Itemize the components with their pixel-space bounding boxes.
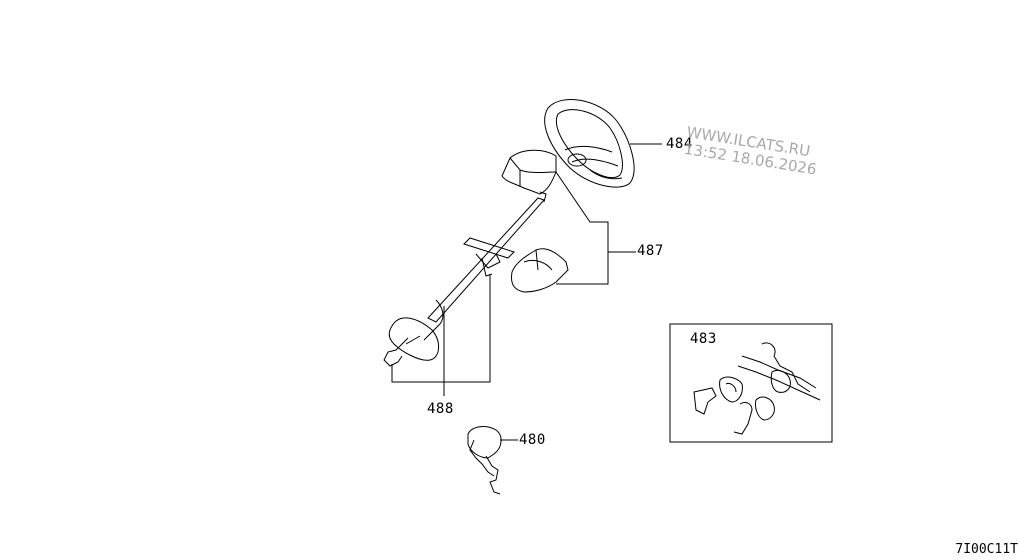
part-label-484: 484 bbox=[666, 136, 693, 152]
part-label-487: 487 bbox=[637, 243, 664, 259]
ignition-lock-drawing bbox=[468, 427, 518, 494]
detail-box-483 bbox=[670, 324, 832, 442]
steering-wheel-drawing bbox=[545, 99, 662, 187]
column-cover-drawing bbox=[502, 150, 636, 292]
part-label-480: 480 bbox=[519, 432, 546, 448]
steering-column-drawing bbox=[384, 192, 546, 396]
part-label-483: 483 bbox=[690, 331, 717, 347]
part-label-488: 488 bbox=[427, 401, 454, 417]
diagram-code: 7I00C11T bbox=[955, 542, 1018, 557]
